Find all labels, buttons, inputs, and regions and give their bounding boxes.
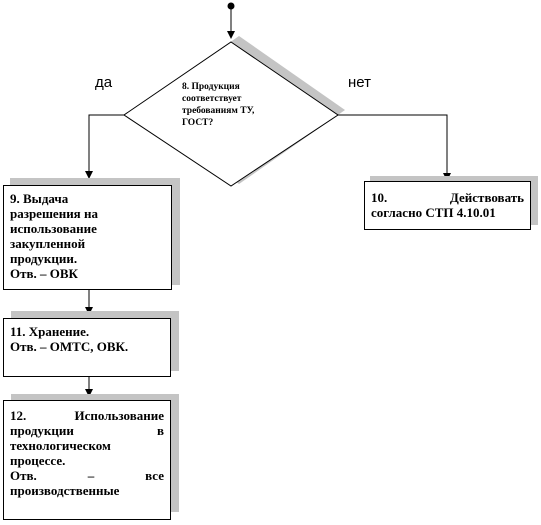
box11-line: Отв. – ОМТС, ОВК. (10, 339, 129, 354)
decision-diamond (123, 41, 339, 187)
box-10-act-per-stp: 10. Действовать согласно СТП 4.10.01 (364, 181, 531, 230)
decision-line: требованиям ТУ, (182, 106, 255, 116)
start-node (227, 2, 235, 10)
decision-line: соответствует (182, 94, 242, 104)
box10-line: 10. Действовать (371, 190, 524, 205)
arrow-yes (85, 114, 124, 179)
box12-line: производственные (10, 483, 120, 498)
box12-line: 12. Использование (10, 408, 164, 423)
box12-line: продукции в (10, 423, 164, 438)
decision-text: 8. Продукция соответствует требованиям Т… (182, 81, 292, 129)
box12-line: процессе. (10, 453, 66, 468)
box9-line: использование (10, 221, 97, 236)
box12-line: Отв. – все (10, 468, 164, 483)
box9-line: продукции. (10, 251, 78, 266)
box10-line: согласно СТП 4.10.01 (371, 205, 496, 220)
box-12-use-in-process: 12. Использование продукции в технологич… (3, 400, 171, 520)
box9-line: Отв. – ОВК (10, 266, 78, 281)
box12-line: технологическом (10, 438, 111, 453)
box11-line: 11. Хранение. (10, 324, 90, 339)
box9-line: закупленной (10, 236, 86, 251)
yes-label: да (95, 74, 113, 91)
arrow-no (338, 114, 451, 181)
decision-line: 8. Продукция (182, 82, 240, 92)
box-9-issue-permit: 9. Выдача разрешения на использование за… (3, 185, 172, 290)
box9-line: 9. Выдача (10, 191, 69, 206)
box9-line: разрешения на (10, 206, 98, 221)
no-label: нет (348, 74, 371, 91)
box-11-storage: 11. Хранение. Отв. – ОМТС, ОВК. (3, 318, 171, 377)
decision-line: ГОСТ? (182, 118, 214, 128)
